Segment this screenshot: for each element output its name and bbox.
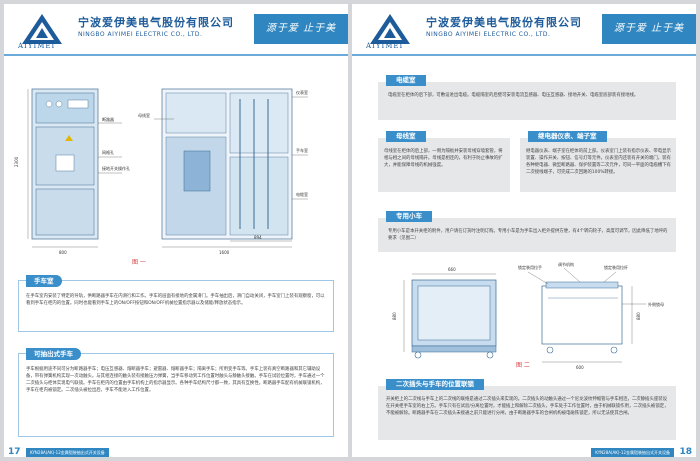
special-cart-title: 专用小车 xyxy=(386,211,432,222)
company-name-cn: 宁波爱伊美电气股份有限公司 xyxy=(426,16,582,29)
busbar-room-title: 母线室 xyxy=(386,131,426,142)
brand-name: AIYIMEI xyxy=(366,42,404,50)
label-interlock: 接地开关操作孔 xyxy=(102,165,130,171)
cart-room-title: 手车室 xyxy=(26,275,62,287)
page-number: 18 xyxy=(679,447,692,457)
left-page: AIYIMEI 宁波爱伊美电气股份有限公司 NINGBO AIYIMEI ELE… xyxy=(4,4,348,457)
special-cart-section xyxy=(378,218,676,252)
dim-side-width: 1600 xyxy=(219,250,230,255)
special-cart-body: 专用小车是本开关柜的附件，用户请在订货时注明订购。专用小车是为手车出入柜外提供方… xyxy=(388,229,668,241)
plug-interlock-body: 开关柜上的二次线与手车上的二次线的联络是通过二次插头来实现的。二次插头的动触头通… xyxy=(386,397,669,416)
dim-sub-width: 894 xyxy=(254,235,262,240)
label-cable: 电缆室 xyxy=(296,191,308,197)
label-meter: 仪表室 xyxy=(296,89,308,95)
page-number: 17 xyxy=(8,447,21,457)
label-busbar: 母线室 xyxy=(138,112,150,118)
figure-2-caption: 图 二 xyxy=(516,362,530,369)
company-name-en: NINGBO AIYIMEI ELECTRIC CO., LTD. xyxy=(426,31,551,38)
relay-room-title: 继电器仪表、端子室 xyxy=(528,131,607,142)
withdrawable-cart-section xyxy=(18,353,334,437)
page-footer: 17 KYN28A(AK)-12金属铠装抽出式开关设备 xyxy=(4,443,348,457)
busbar-room-section xyxy=(378,138,510,192)
relay-room-body: 继电器仪表、端子室在柜体的前上部。仪表室门上装有指示仪表、带电显示装置、操作开关… xyxy=(526,149,671,175)
cart-room-body: 在手车室内安装了特定的导轨，供断路器手车在内滑行和工作。手车的层面有接地的金属滑… xyxy=(26,294,325,306)
dim-right: 880 xyxy=(636,312,641,320)
page-header: AIYIMEI 宁波爱伊美电气股份有限公司 NINGBO AIYIMEI ELE… xyxy=(352,4,696,56)
dim-front-width: 800 xyxy=(59,250,67,255)
withdrawable-cart-body: 手车根据用途不同可分为断路器手车；电压互感器、熔断器手车；避雷器、熔断器手车；隔… xyxy=(26,367,325,393)
cable-room-section xyxy=(378,82,676,120)
footer-bar: KYN28A(AK)-12金属铠装抽出式开关设备 xyxy=(591,448,674,457)
label-adjust: 调节机构 xyxy=(558,261,574,267)
dim-bottom: 600 xyxy=(576,365,584,370)
header-divider xyxy=(4,54,348,56)
figure-1-caption: 图 一 xyxy=(132,259,146,266)
cart-room-section xyxy=(18,280,334,332)
dim-top: 660 xyxy=(448,267,456,272)
plug-interlock-title: 二次插头与手车的位置联锁 xyxy=(386,379,484,390)
right-page: AIYIMEI 宁波爱伊美电气股份有限公司 NINGBO AIYIMEI ELE… xyxy=(352,4,696,457)
label-wheel: 外侧锁母 xyxy=(648,301,664,307)
footer-bar: KYN28A(AK)-12金属铠装抽出式开关设备 xyxy=(26,448,109,457)
label-bar: 锁定装用拉杆 xyxy=(604,264,628,270)
switchgear-drawing: 2300 800 网格孔 接地开关操作孔 断路器 1600 894 xyxy=(14,88,308,255)
company-logo-icon xyxy=(370,14,410,44)
withdrawable-cart-title: 可抽出式手车 xyxy=(26,348,81,360)
dim-height: 2300 xyxy=(14,156,19,167)
label-cart: 手车室 xyxy=(296,147,308,153)
cart-drawing: 660 880 600 880 锁定装用拉手 调节机构 锁定装用拉杆 外侧锁母 xyxy=(392,261,664,370)
slogan: 源于爱 止于美 xyxy=(602,14,696,44)
company-name-en: NINGBO AIYIMEI ELECTRIC CO., LTD. xyxy=(78,31,203,38)
label-breaker: 断路器 xyxy=(102,116,114,122)
page-header: AIYIMEI 宁波爱伊美电气股份有限公司 NINGBO AIYIMEI ELE… xyxy=(4,4,348,56)
label-observe: 网格孔 xyxy=(102,149,114,155)
slogan: 源于爱 止于美 xyxy=(254,14,348,44)
plug-interlock-section xyxy=(378,386,676,440)
page-footer: KYN28A(AK)-12金属铠装抽出式开关设备 18 xyxy=(352,443,696,457)
cable-room-body: 电缆室在柜体的后下部，可敷设进出电缆。电缆隔室的后壁可安装电流互感器、电压互感器… xyxy=(388,93,639,98)
cart-side-view xyxy=(541,285,623,345)
cable-room-title: 电缆室 xyxy=(386,75,426,86)
header-divider xyxy=(352,54,696,56)
company-logo-icon xyxy=(22,14,62,44)
company-name-cn: 宁波爱伊美电气股份有限公司 xyxy=(78,16,234,29)
busbar-room-body: 母线室在柜体的后上部，一侧为隔板并安装母线穿墙套管，将相与相之间的母线隔开。母线… xyxy=(384,149,503,168)
brand-name: AIYIMEI xyxy=(18,42,56,50)
label-lock: 锁定装用拉手 xyxy=(518,264,542,270)
relay-room-section xyxy=(520,138,676,192)
dim-side: 880 xyxy=(392,312,397,320)
